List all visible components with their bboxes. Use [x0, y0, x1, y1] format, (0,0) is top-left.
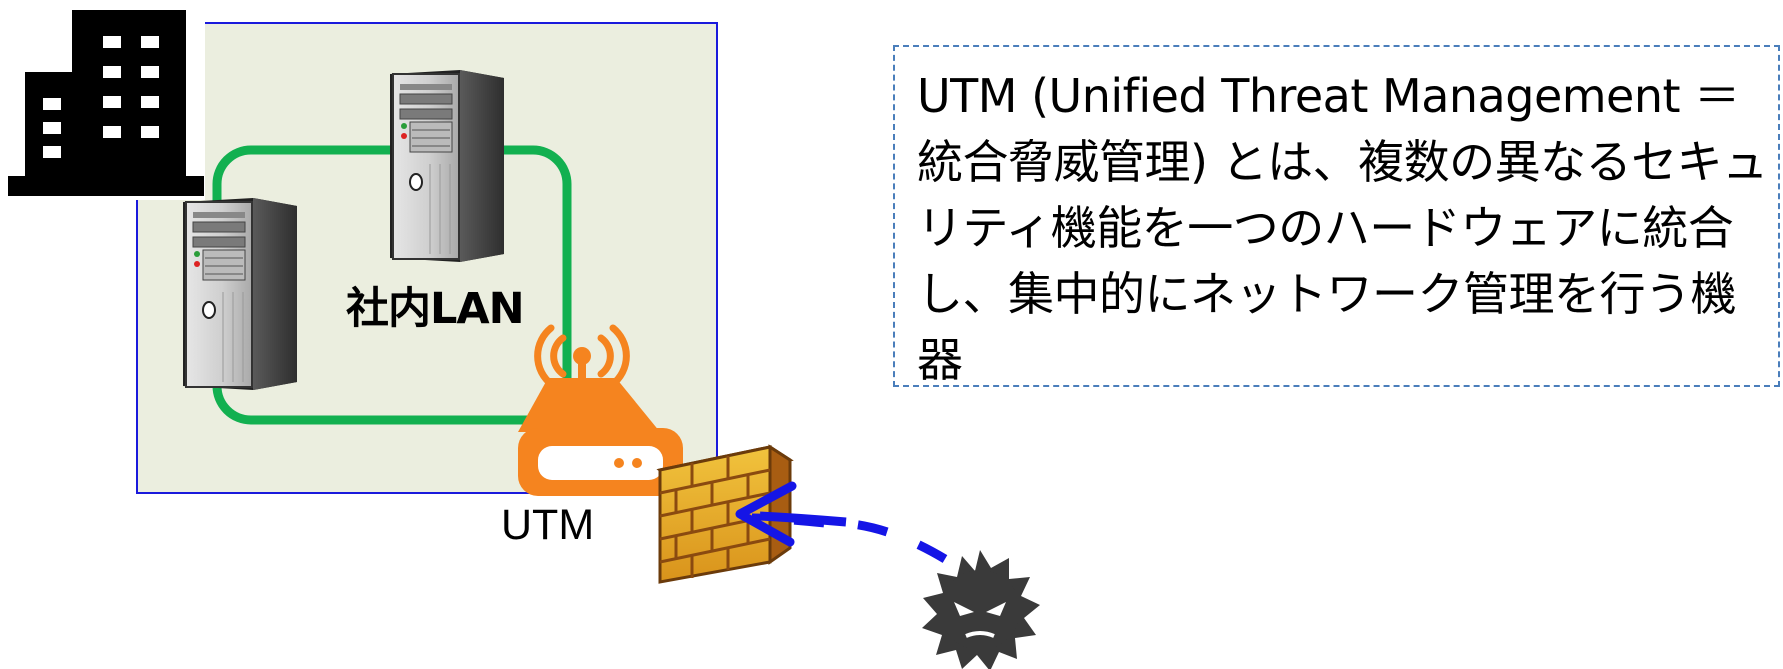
virus-threat-icon — [922, 550, 1040, 669]
utm-description-text: UTM (Unified Threat Management ＝統合脅威管理) … — [917, 69, 1768, 387]
attack-arrow — [735, 481, 948, 563]
utm-label: UTM — [501, 501, 595, 549]
wireless-router-icon — [518, 324, 683, 496]
server-tower-icon — [390, 70, 504, 262]
utm-description-box: UTM (Unified Threat Management ＝統合脅威管理) … — [893, 45, 1780, 387]
lan-label: 社内LAN — [346, 284, 525, 334]
office-building-icon — [0, 0, 205, 200]
server-tower-icon — [183, 198, 297, 390]
